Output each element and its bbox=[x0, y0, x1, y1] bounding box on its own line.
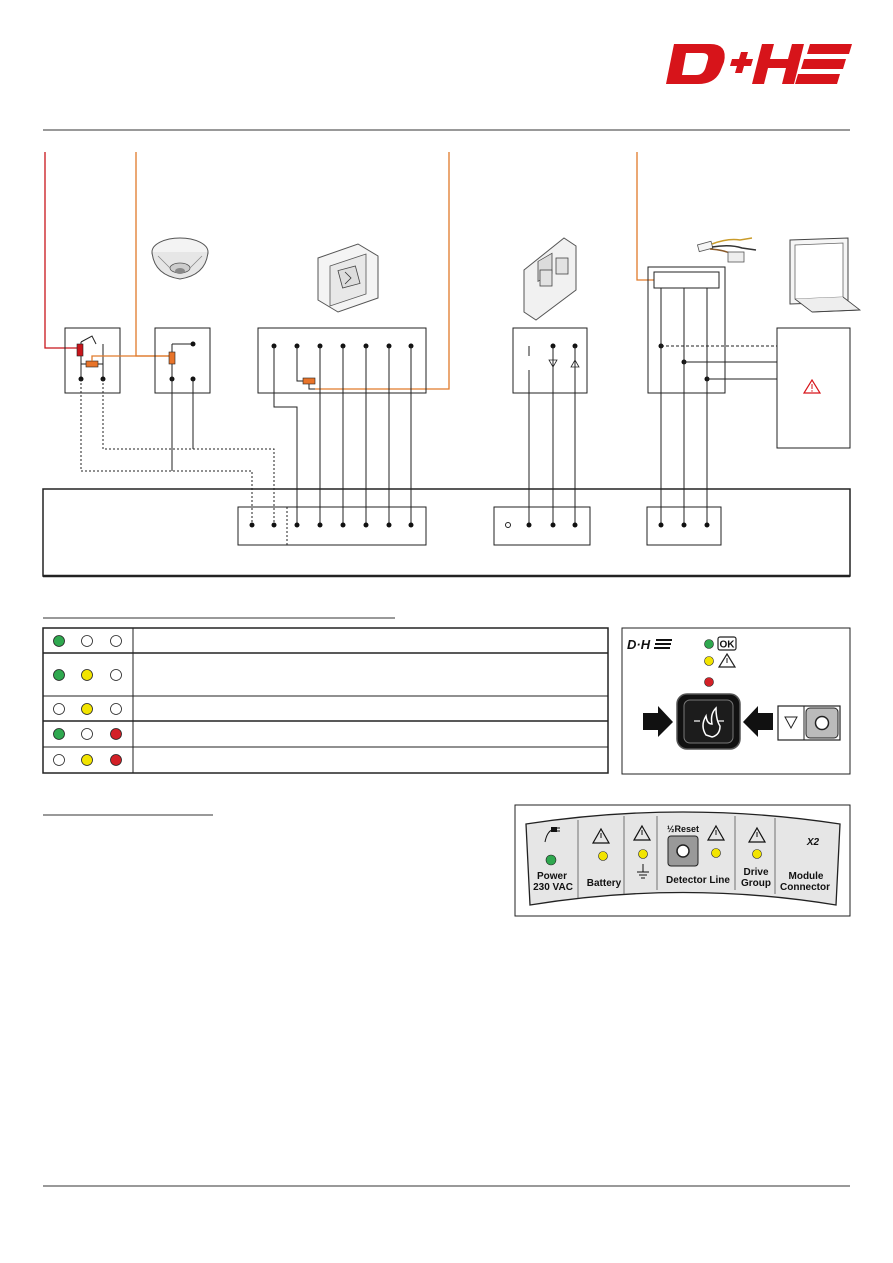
drive-warning-icon bbox=[747, 826, 767, 843]
panel-led-red bbox=[704, 677, 714, 687]
smoke-detector-illustration bbox=[151, 237, 209, 280]
status-led-red bbox=[110, 754, 122, 766]
status-led-off bbox=[110, 669, 122, 681]
panel-warning-icon bbox=[717, 652, 737, 668]
panel-logo: D·H bbox=[627, 637, 651, 652]
logo-letter-d bbox=[666, 44, 725, 84]
status-led-off bbox=[110, 635, 122, 647]
battery-led bbox=[598, 851, 608, 861]
status-led-green bbox=[53, 635, 65, 647]
terminal-box-2 bbox=[154, 327, 211, 394]
earth-led bbox=[638, 849, 648, 859]
logo-stripe-3 bbox=[795, 74, 840, 84]
controller-terminal-a-pins bbox=[249, 522, 414, 528]
status-led-red bbox=[110, 728, 122, 740]
earth-warning-icon bbox=[632, 824, 652, 841]
controller-terminal-b bbox=[493, 506, 591, 546]
svg-text:X2: X2 bbox=[806, 837, 820, 848]
svg-text:Battery: Battery bbox=[587, 878, 622, 889]
sensor-cable-illustration bbox=[696, 237, 757, 263]
warning-icon bbox=[802, 378, 822, 394]
status-led-off bbox=[53, 754, 65, 766]
svg-text:½Reset: ½Reset bbox=[667, 824, 699, 834]
triangle-down-icon bbox=[784, 716, 798, 730]
svg-text:Detector Line: Detector Line bbox=[666, 875, 730, 886]
svg-text:Drive: Drive bbox=[743, 867, 768, 878]
earth-icon bbox=[637, 864, 649, 879]
red-wire-drop bbox=[44, 152, 78, 349]
svg-text:Module: Module bbox=[789, 871, 824, 882]
svg-text:OK: OK bbox=[720, 640, 736, 651]
terminal-box-5 bbox=[647, 266, 726, 394]
logo-stripe-1 bbox=[807, 44, 852, 54]
status-led-green bbox=[53, 669, 65, 681]
window-illustration bbox=[789, 237, 862, 313]
status-led-off bbox=[110, 703, 122, 715]
sensor-label-bar bbox=[653, 271, 720, 289]
red-resistor bbox=[76, 343, 84, 357]
plug-icon bbox=[544, 827, 560, 843]
terminal-box-1 bbox=[64, 327, 121, 394]
power-led bbox=[545, 854, 557, 866]
detector-led bbox=[711, 848, 721, 858]
battery-warning-icon bbox=[591, 827, 611, 844]
arrow-right-icon bbox=[643, 706, 673, 737]
svg-text:230 VAC: 230 VAC bbox=[533, 882, 573, 893]
svg-text:Group: Group bbox=[741, 878, 771, 889]
logo-plus bbox=[730, 52, 753, 73]
status-led-green bbox=[53, 728, 65, 740]
drive-led bbox=[752, 849, 762, 859]
status-led-yellow bbox=[81, 703, 93, 715]
panel-led-green bbox=[704, 639, 714, 649]
logo-stripe-2 bbox=[801, 59, 846, 69]
svg-text:Connector: Connector bbox=[780, 882, 830, 893]
logo-mark bbox=[666, 44, 852, 84]
fire-icon bbox=[702, 706, 721, 738]
manual-call-point-illustration bbox=[317, 243, 379, 313]
controller-terminal-c bbox=[646, 506, 722, 546]
orange-wire-drop-2 bbox=[315, 152, 450, 390]
vent-button-illustration bbox=[523, 237, 577, 321]
panel-led-yellow bbox=[704, 656, 714, 666]
ok-badge bbox=[717, 636, 737, 651]
terminal-box-4 bbox=[512, 327, 588, 394]
status-led-off bbox=[81, 728, 93, 740]
status-led-yellow bbox=[81, 754, 93, 766]
terminal-box-3 bbox=[257, 327, 427, 394]
detector-warning-icon bbox=[706, 824, 726, 841]
status-led-off bbox=[53, 703, 65, 715]
actuator-box bbox=[776, 327, 851, 449]
arrow-left-icon bbox=[743, 706, 773, 737]
status-led-yellow bbox=[81, 669, 93, 681]
status-led-off bbox=[81, 635, 93, 647]
svg-text:Power: Power bbox=[537, 871, 567, 882]
controller-terminal-a bbox=[237, 506, 427, 546]
logo-letter-h bbox=[752, 44, 804, 84]
